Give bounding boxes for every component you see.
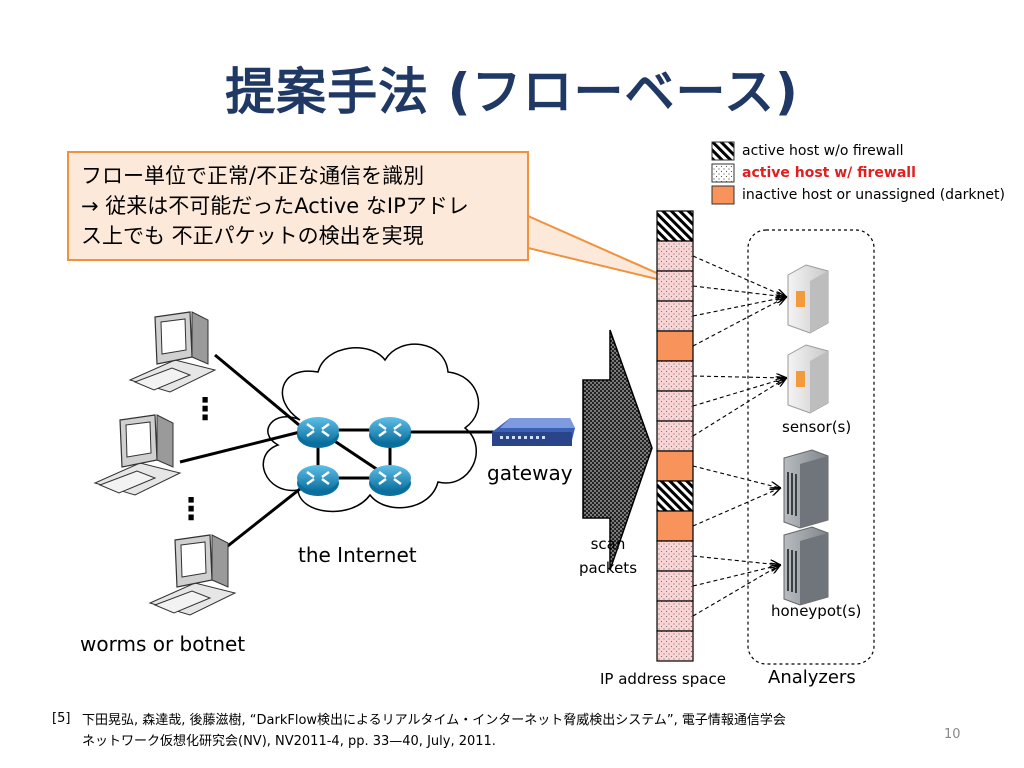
computer-icon [93, 414, 182, 496]
slide-title: 提案手法 (フローベース) [225, 63, 799, 121]
reference-line-1: 下田晃弘, 森達哉, 後藤滋樹, “DarkFlow検出によるリアルタイム・イン… [82, 713, 786, 728]
router-icon [369, 465, 411, 496]
scan-packets-label-2: packets [578, 559, 638, 577]
callout-line: → 従来は不可能だったActive なIPアドレ [81, 194, 469, 218]
ellipsis-dots: ⋮ [190, 392, 220, 427]
reference-citation: [5] 下田晃弘, 森達哉, 後藤滋樹, “DarkFlow検出によるリアルタイ… [52, 710, 786, 752]
server-icon [783, 526, 829, 606]
server-icon [783, 449, 829, 529]
callout-line: ス上でも 不正パケットの検出を実現 [81, 224, 424, 248]
ip-address-column [656, 210, 694, 662]
legend-swatch-no-firewall [711, 141, 735, 161]
scan-arrow [582, 329, 653, 571]
gateway-label: gateway [487, 461, 573, 485]
legend-swatch-darknet [711, 185, 735, 205]
sensors-label: sensor(s) [782, 418, 852, 436]
worms-label: worms or botnet [80, 632, 246, 656]
callout-box: フロー単位で正常/不正な通信を識別 → 従来は不可能だったActive なIPア… [67, 151, 529, 261]
analyzers-label: Analyzers [768, 667, 856, 688]
gateway-icon [492, 418, 575, 446]
ellipsis-dots: ⋮ [176, 492, 206, 527]
router-icon [297, 465, 339, 496]
computer-icon [148, 534, 237, 616]
reference-marker: [5] [52, 711, 71, 726]
scan-packets-label-1: scan [590, 535, 626, 553]
server-icon [787, 344, 829, 414]
page-number: 10 [944, 727, 961, 742]
legend-swatch-firewall [711, 163, 735, 183]
legend-label-firewall: active host w/ firewall [742, 165, 916, 181]
server-icon [787, 264, 829, 334]
router-icon [369, 417, 411, 448]
legend-label-darknet: inactive host or unassigned (darknet) [742, 187, 1005, 203]
callout-line: フロー単位で正常/不正な通信を識別 [81, 164, 425, 188]
computer-icon [128, 311, 217, 393]
analyzers-box [747, 229, 875, 665]
reference-line-2: ネットワーク仮想化研究会(NV), NV2011-4, pp. 33—40, J… [82, 734, 496, 749]
internet-label: the Internet [298, 543, 417, 567]
router-icon [297, 417, 339, 448]
honeypots-label: honeypot(s) [771, 602, 862, 620]
legend-label-no-firewall: active host w/o firewall [742, 143, 904, 159]
ip-address-space-label: IP address space [600, 670, 726, 688]
